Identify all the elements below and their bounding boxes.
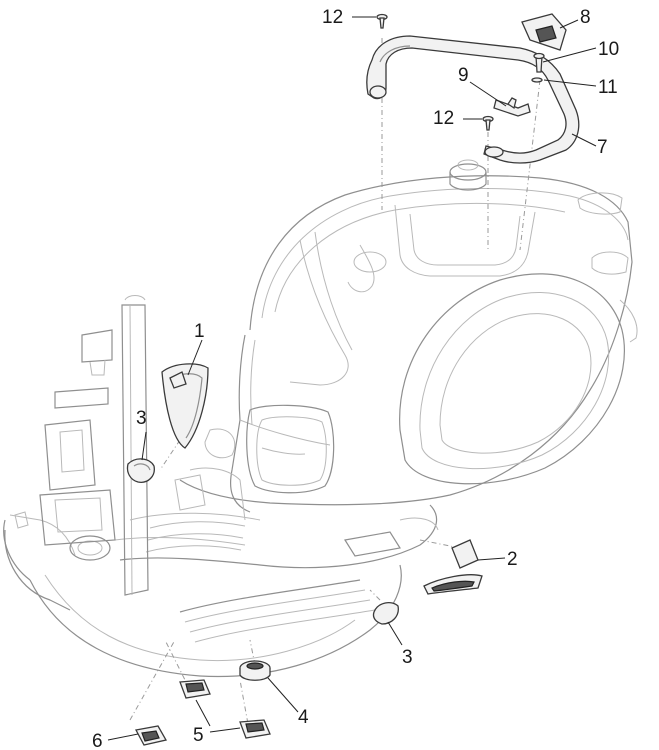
- callout-2: 2: [507, 549, 518, 570]
- plug-3-upper: [126, 458, 155, 483]
- side-cover-2: [423, 539, 483, 595]
- callout-12-top: 12: [322, 7, 343, 28]
- scooter-body: [3, 159, 638, 678]
- callout-3-upper: 3: [136, 408, 147, 429]
- rubber-plug-4: [239, 660, 271, 681]
- callout-9: 9: [458, 65, 469, 86]
- washer-11: [531, 77, 543, 83]
- rubber-block-6: [135, 725, 167, 746]
- callout-5: 5: [193, 725, 204, 746]
- rubber-block-5-lower: [239, 719, 271, 739]
- screw-10: [533, 52, 545, 73]
- rack-cover-part: [521, 13, 567, 51]
- callouts: 1 2 3 3 4 5 6 7 8 10 11 9 12 12: [92, 7, 619, 750]
- callout-3-lower: 3: [402, 647, 413, 668]
- callout-11: 11: [598, 77, 618, 98]
- callout-1: 1: [194, 321, 205, 342]
- callout-12-middle: 12: [433, 108, 454, 129]
- inner-cover-1: [161, 363, 209, 449]
- callout-8: 8: [580, 7, 591, 28]
- screw-12-middle: [482, 115, 494, 131]
- leader-lines: [107, 16, 597, 741]
- bracket-9: [493, 97, 531, 117]
- callout-4: 4: [298, 707, 309, 728]
- callout-7: 7: [597, 137, 608, 158]
- rubber-block-5-upper: [179, 679, 211, 699]
- rear-rack: [366, 35, 580, 164]
- callout-10: 10: [598, 39, 619, 60]
- screw-12-top: [376, 13, 388, 29]
- callout-6: 6: [92, 731, 103, 750]
- plug-3-lower: [372, 601, 399, 625]
